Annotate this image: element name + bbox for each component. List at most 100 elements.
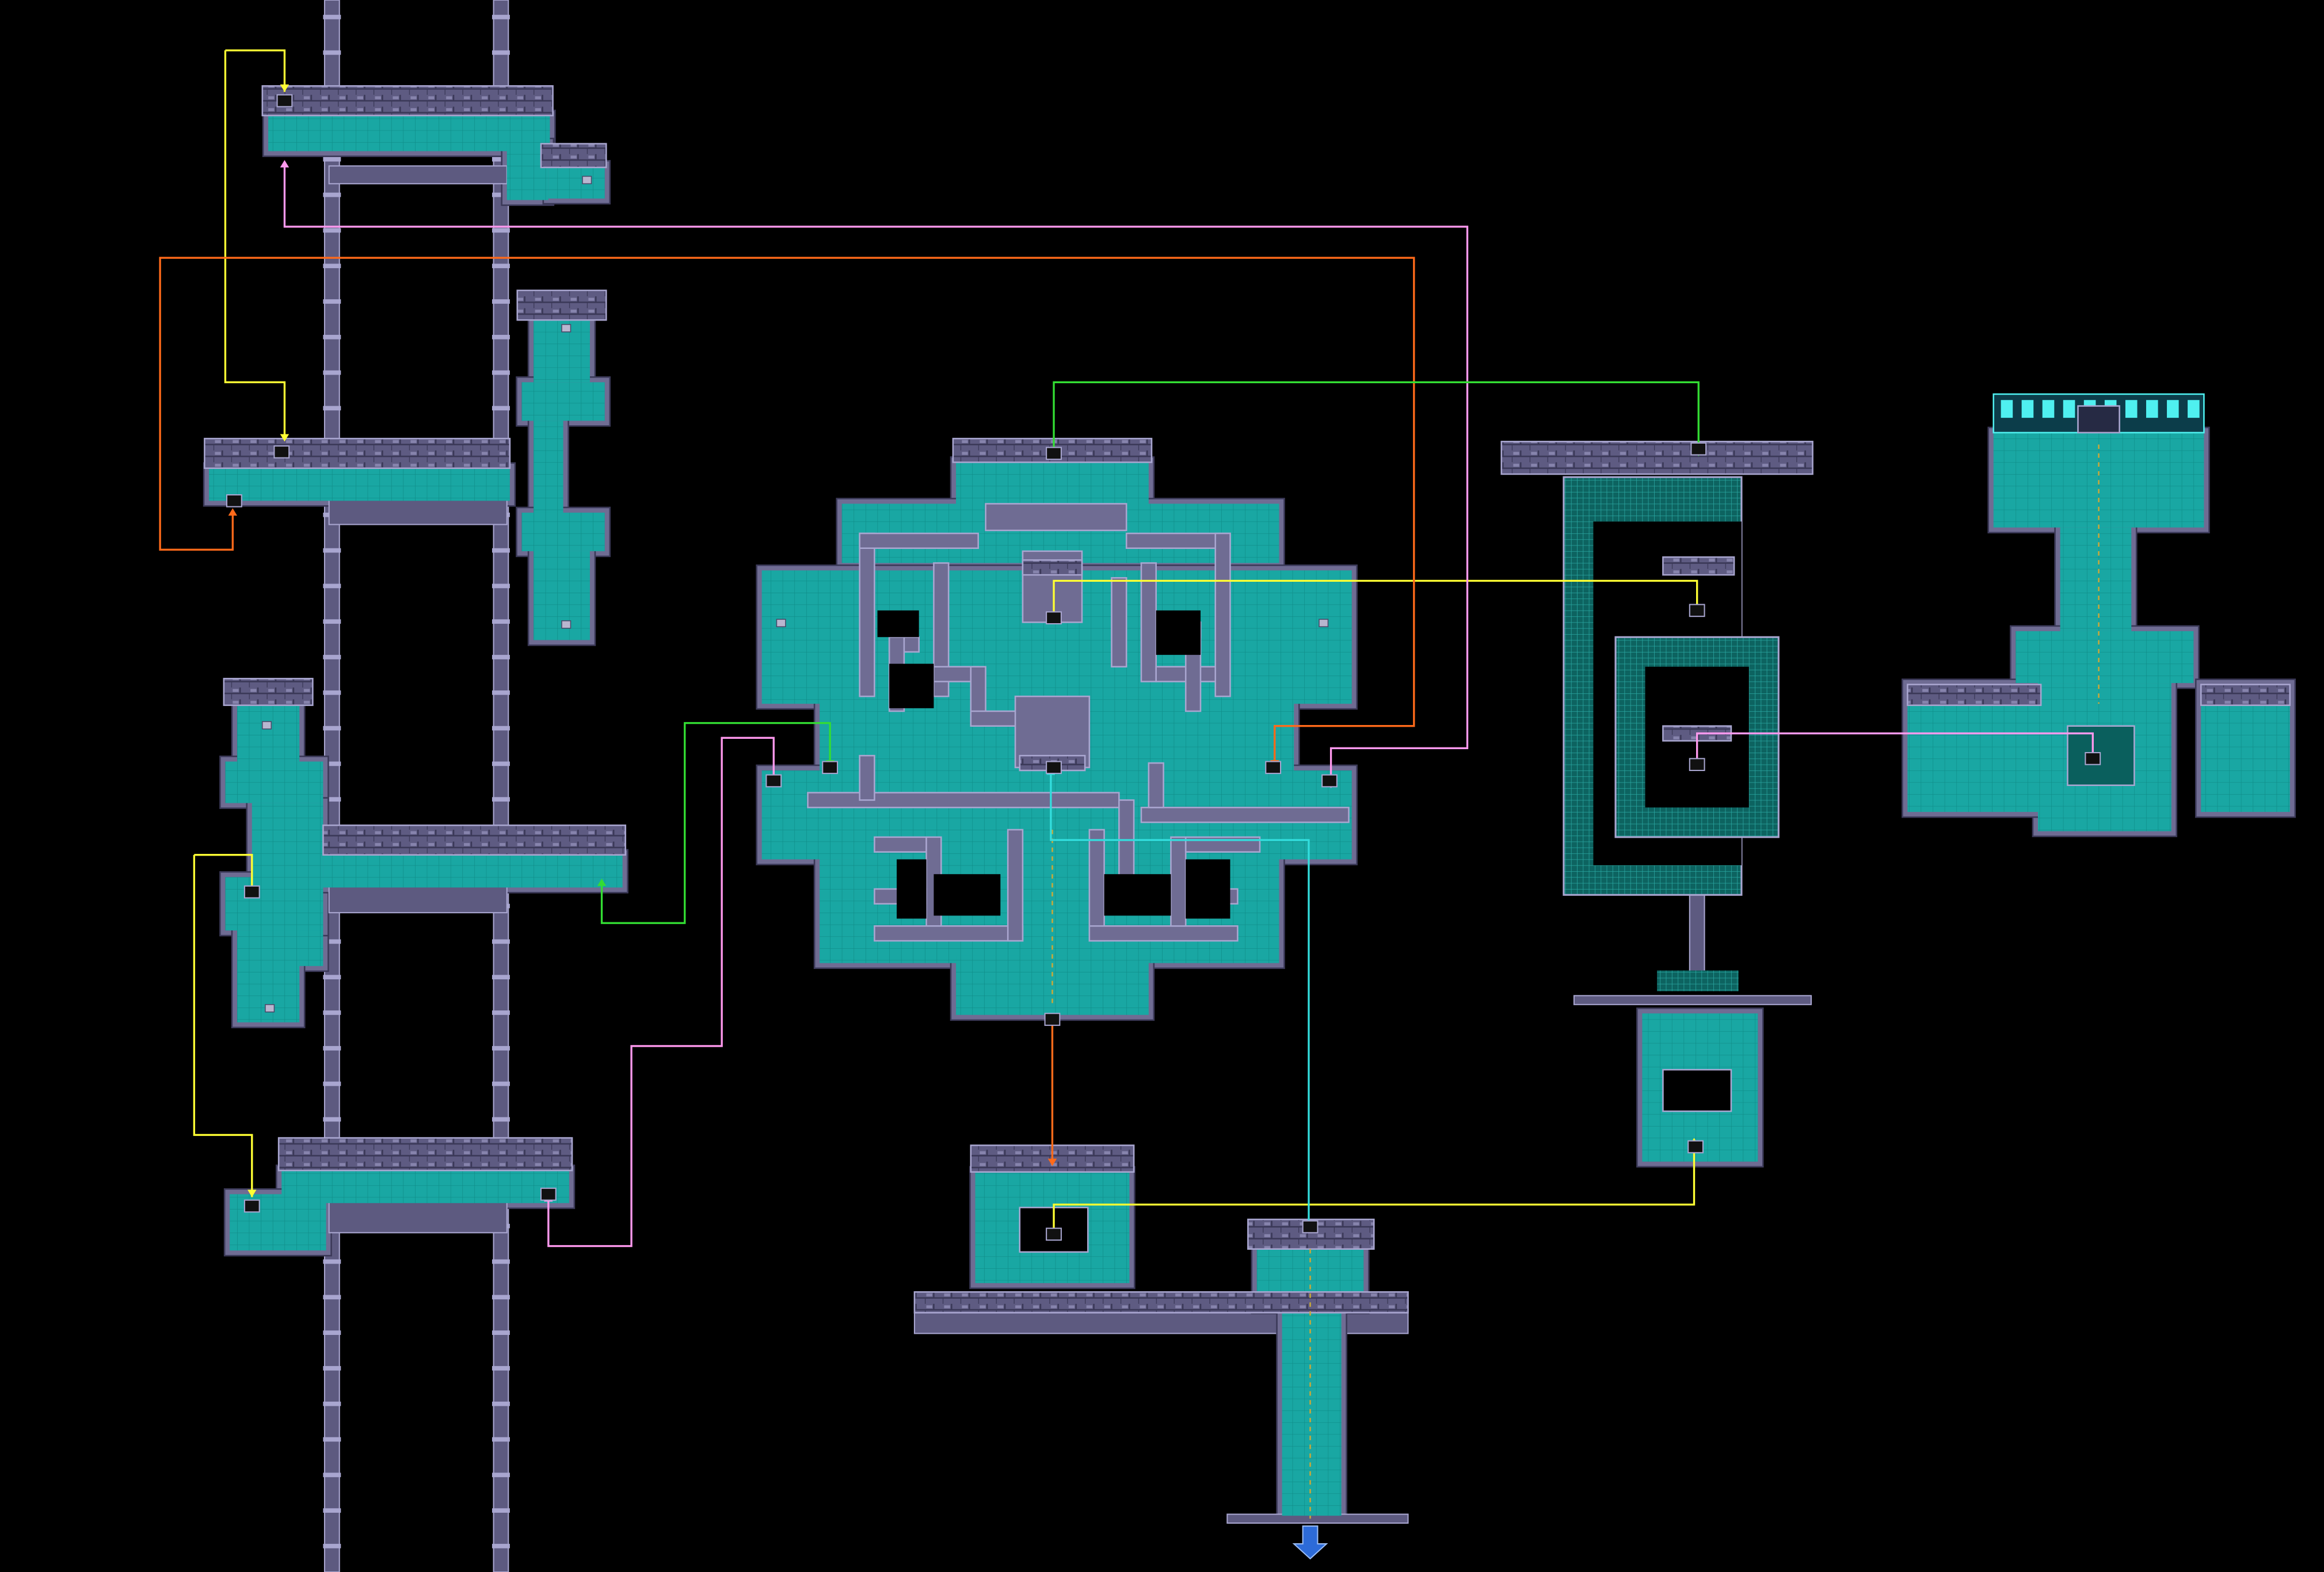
spiral-top-room-door	[1689, 604, 1705, 617]
shaft-rung	[323, 939, 341, 944]
maze-chest-east	[1319, 619, 1329, 627]
maze-inner-wall-18	[807, 792, 1120, 808]
shaft-rung	[492, 1472, 510, 1478]
room-b-corridor-grid	[209, 468, 510, 501]
shaft-rung	[323, 228, 341, 233]
room-a-chest	[582, 175, 592, 185]
room-a-corridor-grid	[268, 115, 550, 151]
room-b-stairs	[226, 494, 242, 508]
spiral-lower-rail	[1573, 995, 1812, 1005]
room-d-door	[243, 1199, 260, 1213]
shaft-rung	[323, 14, 341, 20]
exit-arrow-icon	[1292, 1525, 1328, 1560]
shaft-rung	[323, 1330, 341, 1336]
exit-shaft-door	[1302, 1220, 1319, 1234]
link-cyan-a	[1050, 770, 1310, 1230]
maze-inner-wall-0	[859, 532, 875, 697]
shaft-rung	[323, 1081, 341, 1086]
room-b-top-band	[516, 289, 607, 321]
shaft-rung	[323, 726, 341, 731]
shaft-rung	[323, 299, 341, 304]
room-c-chest-top	[262, 721, 272, 730]
shaft-rung	[492, 1366, 510, 1371]
spiral-center-door	[1689, 758, 1705, 771]
shaft-rung	[323, 690, 341, 695]
shaft-rung	[323, 655, 341, 659]
shaft-rung	[492, 1330, 510, 1336]
room-c-band	[223, 678, 314, 706]
maze-inner-wall-29	[1088, 925, 1239, 942]
shaft-rung	[492, 1117, 510, 1122]
shaft-rung	[323, 1046, 341, 1051]
shaft-rung	[323, 1437, 341, 1442]
shaft-rung	[492, 1081, 510, 1086]
shaft-rung	[492, 583, 510, 589]
shaft-rung	[492, 1508, 510, 1513]
maze-inner-wall-31	[1170, 836, 1187, 927]
shaft-rung	[492, 299, 510, 304]
shaft-rung	[323, 1259, 341, 1264]
shaft-rung	[492, 1295, 510, 1300]
maze-inner-north-door	[1046, 611, 1062, 625]
shaft-rung	[492, 228, 510, 233]
shaft-rung	[323, 334, 341, 339]
shaft-rung	[492, 406, 510, 411]
room-a-band-2	[540, 143, 607, 169]
shaft-rung	[492, 370, 510, 375]
link-pink-a	[283, 163, 1469, 785]
room-b-bottom-arm-grid	[521, 512, 605, 551]
link-green-b	[1053, 381, 1700, 453]
room-d-corridor-grid	[281, 1170, 569, 1203]
room-b-chest-bottom	[561, 620, 572, 629]
boss-room-light	[2167, 400, 2179, 418]
shaft-rung	[492, 1544, 510, 1548]
marker-layer	[226, 94, 2120, 1560]
maze-pit-2	[1156, 610, 1201, 655]
shaft-rung	[323, 975, 341, 980]
maze-inner-wall-22	[859, 754, 875, 801]
shaft-rung	[492, 619, 510, 624]
link-orange-b-head2	[1047, 1158, 1057, 1166]
maze-inner-wall-20	[1140, 807, 1350, 823]
shaft-rung	[492, 797, 510, 802]
boss-room-neck-grid	[2060, 527, 2132, 631]
room-a-band	[261, 85, 554, 117]
shaft-rung	[492, 975, 510, 980]
room-c-arm-grid	[225, 761, 323, 803]
room-c-door	[243, 885, 260, 899]
shaft-rung	[323, 370, 341, 375]
shaft-rung	[323, 583, 341, 589]
maze-inner-wall-27	[1007, 829, 1024, 942]
room-a-ledge	[328, 165, 508, 185]
shaft-rung	[492, 690, 510, 695]
room-c-ledge	[328, 885, 508, 914]
maze-inner-room-band-top	[1022, 559, 1083, 576]
boss-room-light	[2042, 400, 2055, 418]
link-yellow-b	[224, 50, 286, 439]
shaft-rung	[492, 1010, 510, 1015]
maze-inner-wall-2	[985, 503, 1127, 532]
link-orange-a-head1	[228, 508, 238, 516]
maze-north-door	[1046, 447, 1062, 460]
shaft-rung	[323, 50, 341, 55]
link-yellow-d-head	[247, 1189, 257, 1197]
shaft-rung	[492, 548, 510, 553]
spiral-top-band	[1500, 441, 1814, 475]
link-pink-b	[547, 737, 775, 1247]
shaft-rung	[323, 1117, 341, 1122]
shaft-rung	[323, 797, 341, 802]
boss-room-door	[2085, 752, 2101, 765]
link-pink-c	[1696, 732, 2094, 762]
link-yellow-e	[1053, 579, 1698, 623]
boss-throne-icon	[2077, 405, 2120, 434]
shaft-right-wall-a	[493, 0, 509, 1572]
room-b-door	[273, 445, 290, 459]
maze-east-stairs	[1321, 774, 1338, 788]
shaft-rung	[492, 14, 510, 20]
maze-inner-wall-21	[1148, 762, 1164, 808]
link-yellow-c	[194, 854, 253, 896]
shaft-rung	[492, 726, 510, 731]
shaft-rung	[492, 655, 510, 659]
shaft-rung	[323, 619, 341, 624]
